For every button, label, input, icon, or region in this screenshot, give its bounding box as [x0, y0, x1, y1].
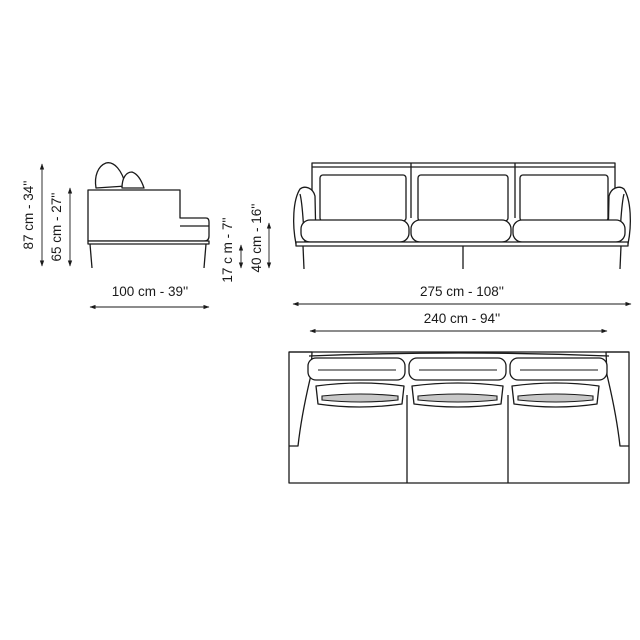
top-throw-cushion-left-shade [321, 393, 399, 403]
top-back-cushion-right [509, 357, 608, 381]
total-height-label: 87 cm - 34'' [21, 181, 36, 250]
side-back-cushion-rear [94, 162, 127, 189]
front-back-cushion-right [519, 174, 609, 222]
top-back-cushion-left [307, 357, 406, 381]
front-back-cushion-left [319, 174, 407, 222]
side-dimensions: 87 cm - 34'' 65 cm - 27'' 100 cm - 39'' … [21, 163, 272, 310]
side-leg-rear [89, 243, 93, 269]
back-height-label: 65 cm - 27'' [49, 193, 64, 262]
top-back-cushion-middle [408, 357, 507, 381]
front-frame-rail [295, 241, 629, 247]
front-view [293, 162, 631, 270]
front-dimensions: 275 cm - 108'' 240 cm - 94'' [292, 284, 632, 334]
front-seat-cushion-right [512, 219, 626, 243]
depth-label: 100 cm - 39'' [112, 284, 188, 299]
front-seat-cushion-left [300, 219, 410, 243]
top-throw-cushion-right-shade [517, 393, 594, 403]
top-throw-cushion-middle-shade [417, 393, 498, 403]
seat-height-label: 40 cm - 16'' [249, 204, 264, 273]
leg-height-label: 17 c m - 7'' [220, 217, 235, 282]
top-back-rail [308, 352, 610, 357]
side-leg-front [203, 243, 207, 269]
front-back-cushion-middle [417, 174, 509, 222]
total-width-label: 275 cm - 108'' [420, 284, 504, 299]
side-view [87, 162, 210, 269]
side-frame-rail [87, 240, 210, 245]
front-leg-1 [302, 245, 305, 270]
side-sofa-body [87, 189, 210, 242]
top-view [288, 351, 630, 484]
inner-width-label: 240 cm - 94'' [424, 311, 500, 326]
front-seat-cushion-middle [410, 219, 512, 243]
side-back-cushion-front [121, 171, 145, 189]
front-leg-3 [619, 245, 622, 270]
